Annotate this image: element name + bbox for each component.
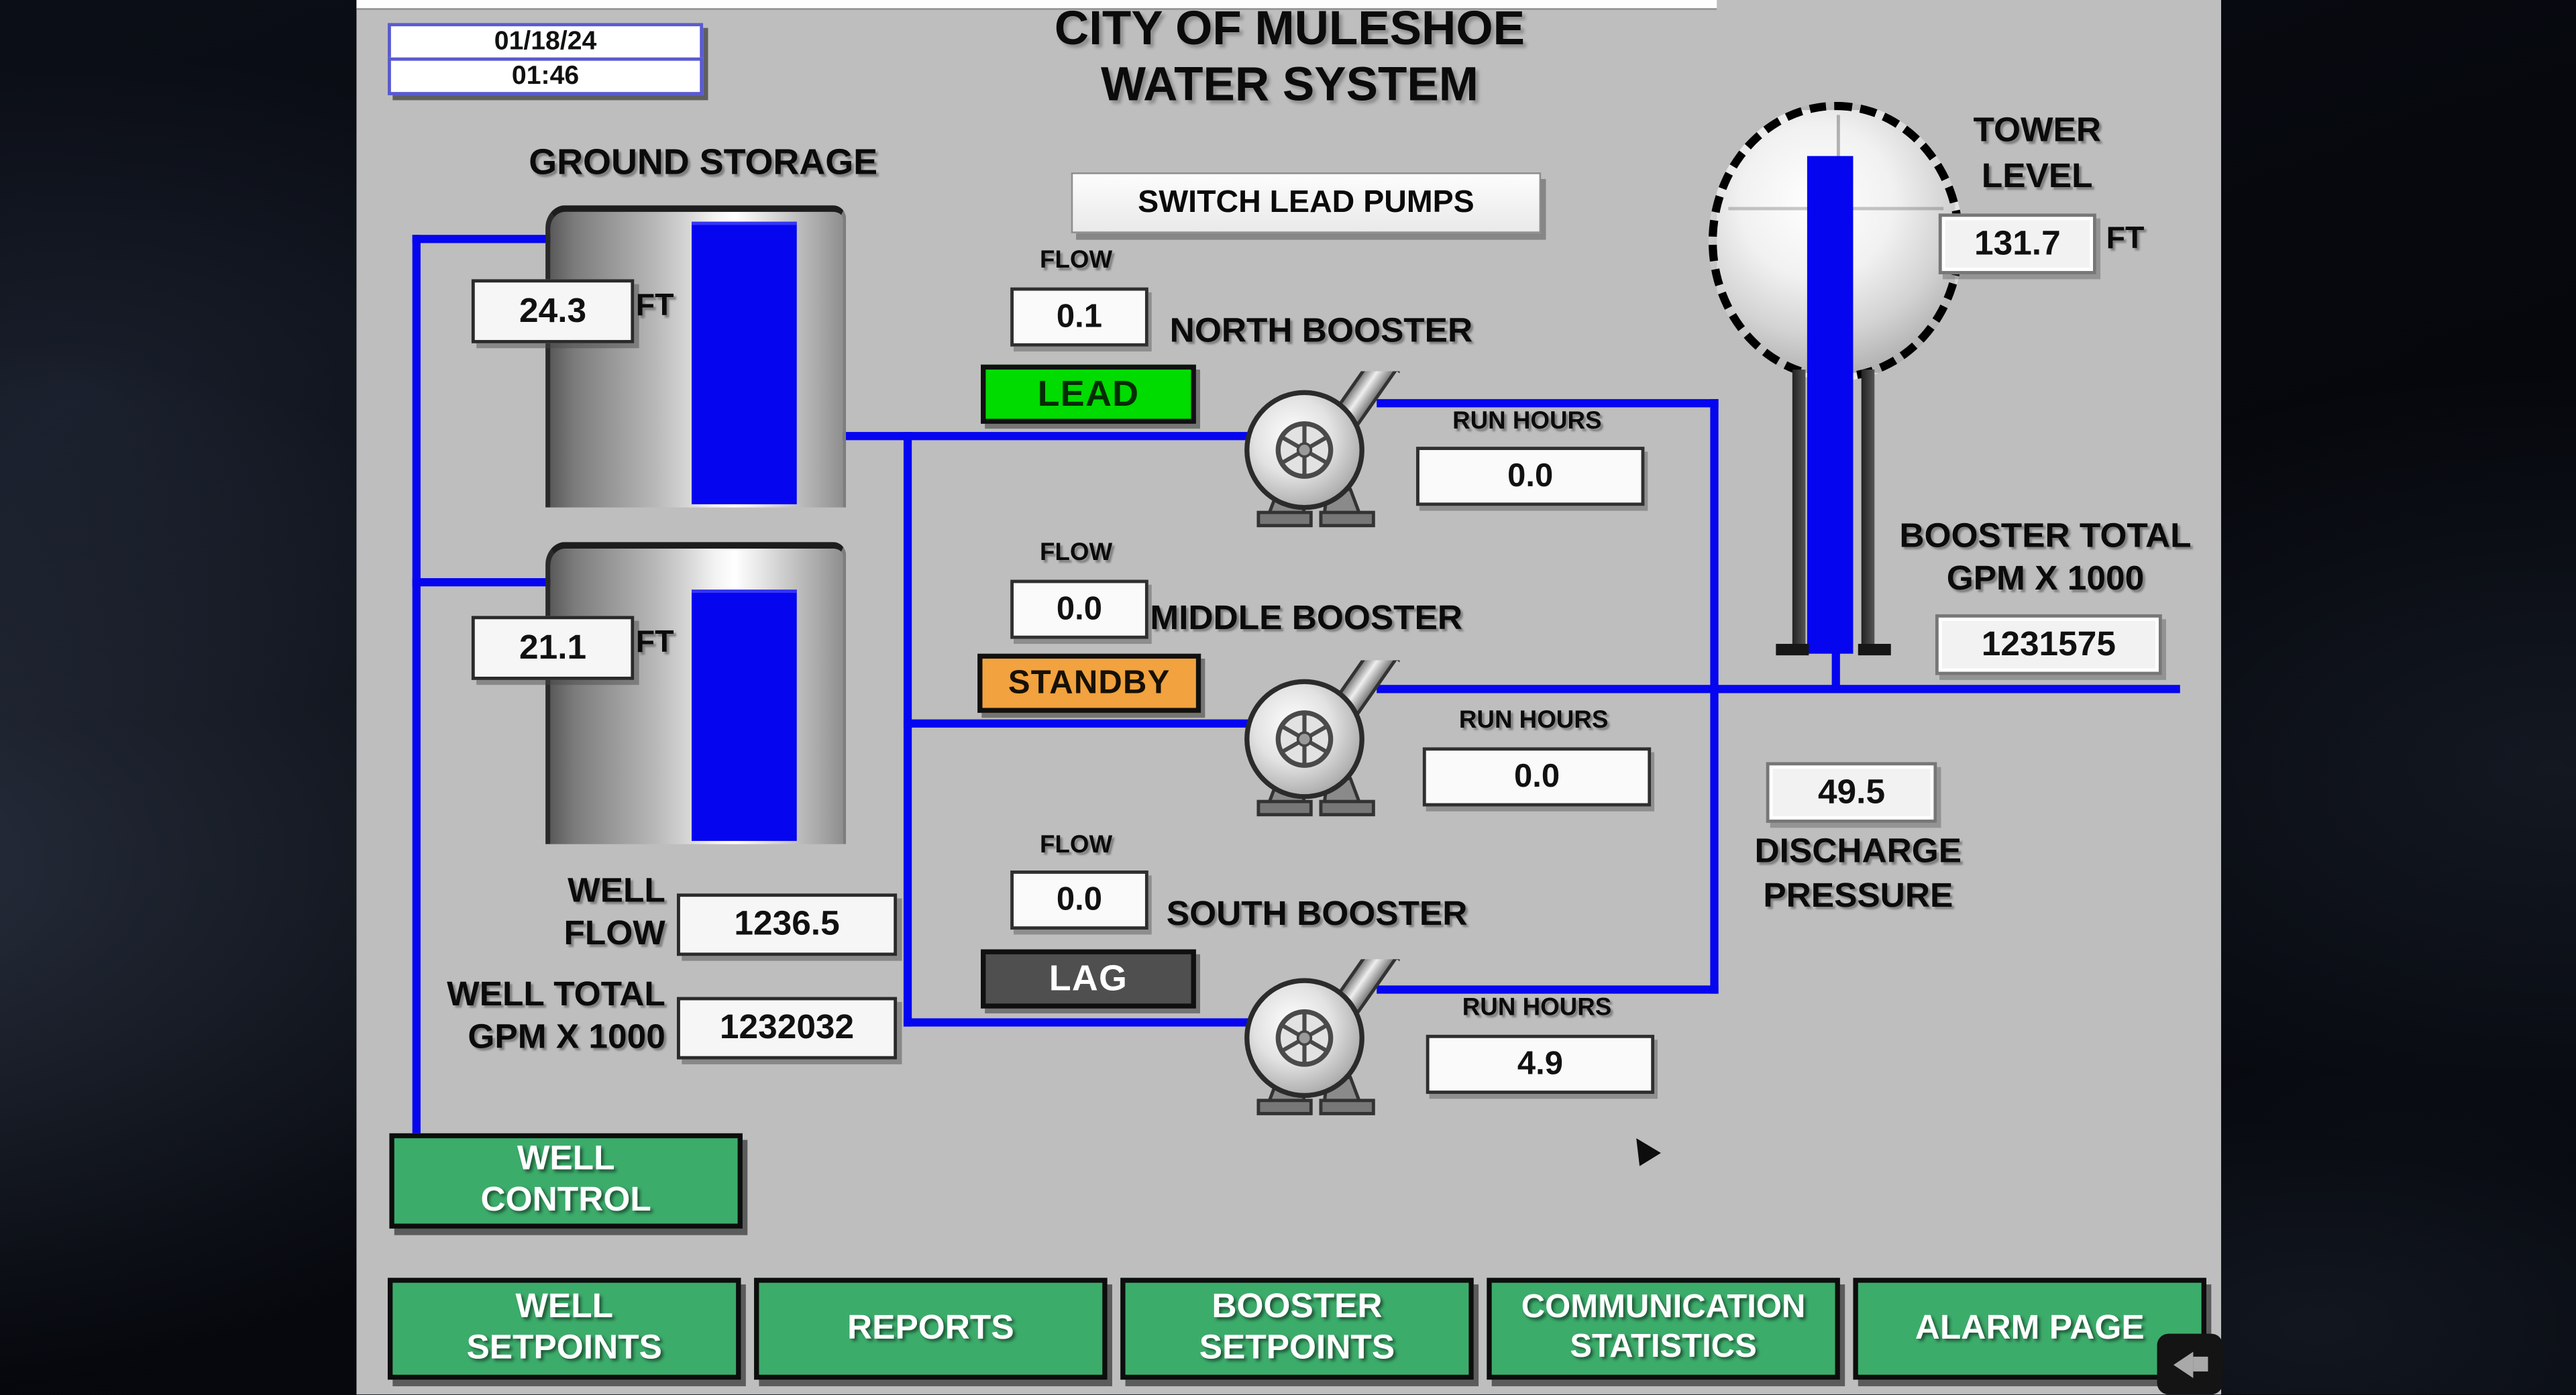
tank2-level-box: 21.1: [471, 616, 635, 680]
south-flow-label: FLOW: [1040, 831, 1113, 859]
north-run-hours-label: RUN HOURS: [1452, 407, 1602, 435]
well-setpoints-line1: WELL: [515, 1288, 614, 1326]
alarm-page-label: ALARM PAGE: [1915, 1308, 2145, 1347]
datetime-display: 01/18/24 01:46: [387, 23, 704, 96]
reports-button[interactable]: REPORTS: [754, 1278, 1108, 1380]
tank1-unit-label: FT: [635, 289, 674, 324]
pipe-collector: [1710, 399, 1719, 994]
communication-statistics-line1: COMMUNICATION: [1521, 1290, 1806, 1327]
communication-statistics-line2: STATISTICS: [1570, 1329, 1757, 1365]
tower-stem-foot: [1858, 644, 1891, 656]
pipe-segment: [412, 235, 551, 243]
discharge-label1: DISCHARGE: [1754, 832, 1962, 871]
discharge-pressure-box: 49.5: [1766, 762, 1937, 823]
date-display: 01/18/24: [387, 23, 704, 61]
pipe-segment: [903, 1018, 1306, 1027]
booster-total-box: 1231575: [1935, 614, 2162, 675]
tower-label-line2: LEVEL: [1981, 158, 2093, 196]
north-booster-name: NORTH BOOSTER: [1169, 312, 1473, 350]
well-total-box: 1232032: [676, 997, 898, 1060]
pipe-segment: [903, 719, 1306, 728]
ground-tank-1: [545, 205, 847, 508]
ground-tank-2: [545, 542, 847, 844]
north-flow-box: 0.1: [1010, 287, 1148, 347]
south-run-hours-label: RUN HOURS: [1462, 993, 1612, 1022]
booster-setpoints-line1: BOOSTER: [1212, 1288, 1383, 1326]
tower-unit-label: FT: [2106, 221, 2145, 257]
tower-stem-left: [1792, 370, 1806, 654]
well-flow-box: 1236.5: [676, 893, 898, 956]
south-status-badge: LAG: [981, 949, 1196, 1009]
back-arrow-tail: [2192, 1356, 2208, 1372]
south-pump-icon: [1244, 959, 1400, 1115]
well-flow-label1: WELL: [568, 872, 665, 910]
middle-booster-name: MIDDLE BOOSTER: [1150, 599, 1463, 638]
well-flow-label2: FLOW: [564, 915, 665, 953]
tower-stem-foot: [1776, 644, 1809, 656]
pipe-segment: [829, 432, 1306, 441]
tank1-water-level: [692, 221, 797, 504]
well-total-label2: GPM X 1000: [468, 1018, 665, 1056]
well-setpoints-button[interactable]: WELL SETPOINTS: [387, 1278, 741, 1380]
well-setpoints-line2: SETPOINTS: [466, 1329, 662, 1367]
pipe-segment: [1377, 399, 1719, 408]
tower-stem-right: [1861, 370, 1875, 654]
booster-setpoints-line2: SETPOINTS: [1199, 1329, 1395, 1367]
booster-total-label2: GPM X 1000: [1946, 560, 2145, 598]
pipe-tower-riser: [1831, 650, 1840, 690]
middle-pump-icon: [1244, 660, 1400, 817]
mouse-cursor-icon: [1636, 1138, 1661, 1166]
alarm-page-button[interactable]: ALARM PAGE: [1853, 1278, 2206, 1380]
booster-total-label1: BOOSTER TOTAL: [1899, 517, 2192, 555]
south-flow-box: 0.0: [1010, 870, 1148, 930]
south-booster-name: SOUTH BOOSTER: [1166, 895, 1468, 934]
tank2-unit-label: FT: [635, 626, 674, 661]
middle-status-badge: STANDBY: [977, 653, 1201, 713]
tower-level-box: 131.7: [1938, 213, 2096, 274]
reports-label: REPORTS: [847, 1308, 1014, 1347]
page-title-line2: WATER SYSTEM: [1100, 59, 1479, 112]
well-control-button[interactable]: WELL CONTROL: [389, 1133, 743, 1229]
middle-run-hours-box: 0.0: [1422, 747, 1652, 807]
pipe-manifold: [903, 432, 912, 1027]
well-total-label1: WELL TOTAL: [447, 975, 665, 1014]
middle-flow-box: 0.0: [1010, 579, 1148, 639]
communication-statistics-button[interactable]: COMMUNICATION STATISTICS: [1487, 1278, 1840, 1380]
tower-label-line1: TOWER: [1973, 111, 2101, 150]
switch-lead-pumps-button[interactable]: SWITCH LEAD PUMPS: [1071, 172, 1542, 233]
back-button[interactable]: [2157, 1333, 2223, 1395]
ground-storage-title: GROUND STORAGE: [529, 141, 878, 182]
pipe-discharge-main: [1377, 685, 2180, 693]
pipe-segment: [412, 578, 551, 587]
panel-top-edge: [356, 0, 1717, 10]
hmi-panel: 01/18/24 01:46 CITY OF MULESHOE WATER SY…: [356, 0, 2223, 1395]
tank2-water-level: [692, 590, 797, 841]
booster-setpoints-button[interactable]: BOOSTER SETPOINTS: [1120, 1278, 1474, 1380]
north-run-hours-box: 0.0: [1416, 447, 1645, 506]
page-title-line1: CITY OF MULESHOE: [1054, 3, 1525, 56]
discharge-label2: PRESSURE: [1763, 877, 1953, 915]
south-run-hours-box: 4.9: [1426, 1034, 1655, 1095]
pipe-segment: [412, 235, 421, 1133]
back-arrow-icon: [2172, 1351, 2193, 1378]
pipe-segment: [1377, 985, 1719, 994]
time-display: 01:46: [387, 57, 704, 96]
middle-run-hours-label: RUN HOURS: [1458, 706, 1609, 734]
tank1-level-box: 24.3: [471, 279, 635, 343]
north-flow-label: FLOW: [1040, 246, 1113, 274]
north-status-badge: LEAD: [981, 364, 1196, 424]
well-control-line2: CONTROL: [480, 1180, 651, 1219]
north-pump-icon: [1244, 371, 1400, 528]
well-control-line1: WELL: [517, 1140, 615, 1178]
tower-water-column: [1807, 156, 1854, 654]
middle-flow-label: FLOW: [1040, 539, 1113, 567]
